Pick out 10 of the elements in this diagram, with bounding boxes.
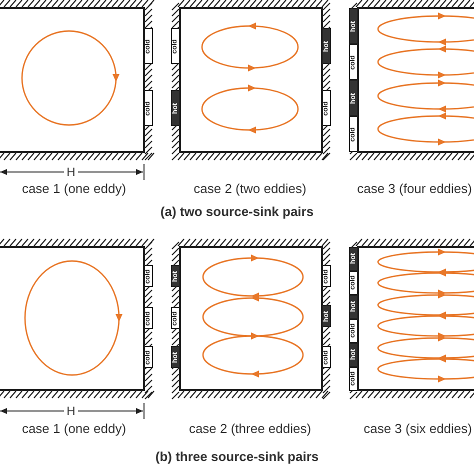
- caption: case 3 (six eddies): [364, 422, 472, 435]
- dim-label: H: [66, 166, 76, 178]
- panel-title: (b) three source-sink pairs: [155, 450, 319, 463]
- panel-title: (a) two source-sink pairs: [160, 205, 314, 218]
- dim-label: H: [66, 405, 76, 417]
- caption: case 2 (three eddies): [188, 422, 312, 435]
- caption: case 2 (two eddies): [194, 182, 306, 195]
- caption: case 1 (one eddy): [22, 182, 126, 195]
- caption: case 3 (four eddies): [357, 182, 472, 195]
- caption: case 1 (one eddy): [22, 422, 126, 435]
